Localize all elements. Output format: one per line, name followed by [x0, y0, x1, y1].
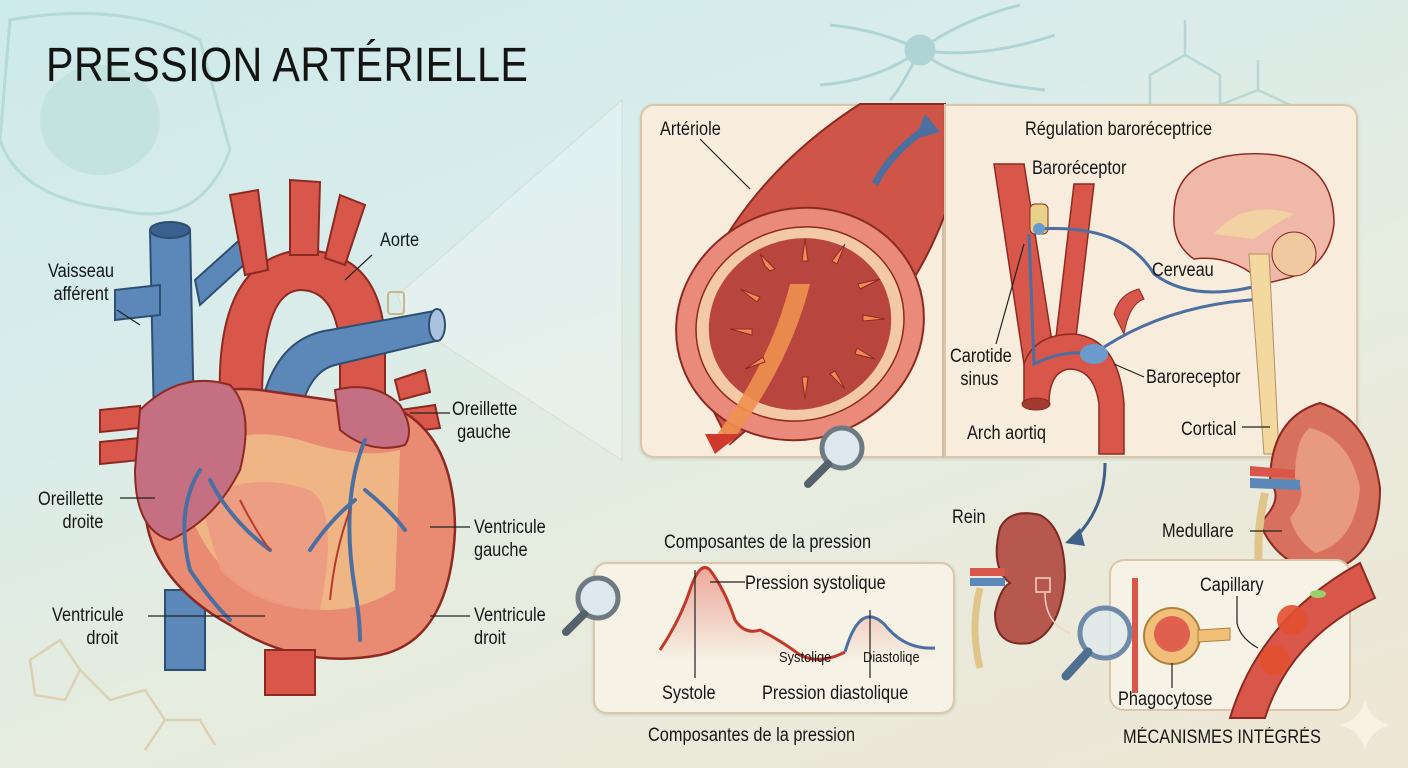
- label-line: afférent: [53, 284, 109, 305]
- label-diastolique-small: Diastoliqe: [863, 649, 920, 666]
- label-capillary: Capillary: [1200, 575, 1264, 596]
- label-cerveau: Cerveau: [1152, 260, 1214, 281]
- label-ventricule-gauche: Ventricule gauche: [474, 516, 546, 562]
- label-cortical: Cortical: [1181, 419, 1237, 440]
- pressure-panel-title-bottom: Composantes de la pression: [648, 725, 856, 746]
- label-line: droit: [474, 628, 506, 649]
- label-arteriole: Artériole: [660, 119, 721, 140]
- label-pression-diastolique: Pression diastolique: [762, 683, 909, 704]
- label-aorte: Aorte: [380, 230, 420, 251]
- arteriole-illustration: [675, 103, 946, 454]
- label-phagocytose: Phagocytose: [1118, 689, 1213, 710]
- label-systole: Systole: [662, 683, 716, 704]
- label-oreillette-gauche: Oreillette gauche: [452, 398, 517, 444]
- label-line: Oreillette: [38, 489, 104, 510]
- baroreceptor-panel-title: Régulation baroréceptrice: [1025, 119, 1213, 140]
- label-carotide-sinus: Carotide sinus: [950, 345, 1012, 391]
- label-line: droite: [62, 512, 104, 533]
- baroreceptor-illustration: [993, 152, 1335, 455]
- label-line: Ventricule: [474, 517, 546, 538]
- label-line: Oreillette: [452, 399, 518, 420]
- label-line: Ventricule: [474, 605, 546, 626]
- label-baroreceptor-bottom: Baroreceptor: [1146, 367, 1241, 388]
- label-line: gauche: [457, 422, 511, 443]
- label-line: Vaisseau: [48, 261, 115, 282]
- label-oreillette-droite: Oreillette droite: [38, 488, 103, 534]
- page-title: PRESSION ARTÉRIELLE: [46, 39, 529, 92]
- label-ventricule-droit-right: Ventricule droit: [474, 604, 546, 650]
- label-line: Ventricule: [52, 605, 124, 626]
- label-baroreceptor-top: Baroréceptor: [1032, 158, 1127, 179]
- heart-illustration: [99, 178, 470, 696]
- footer-mecanismes-integres: MÉCANISMES INTÉGRÉS: [1123, 727, 1321, 748]
- magnifier-icon: [804, 425, 865, 488]
- pressure-waveform-chart: [562, 566, 936, 678]
- label-rein: Rein: [952, 507, 986, 528]
- kidney-illustration: [970, 401, 1382, 719]
- label-line: droit: [86, 628, 119, 649]
- label-line: gauche: [474, 540, 528, 561]
- label-ventricule-droit-left: Ventricule droit: [52, 604, 124, 650]
- label-systolique-small: Systoliqe: [779, 649, 832, 666]
- label-medullare: Medullare: [1162, 521, 1234, 542]
- label-pression-systolique: Pression systolique: [745, 573, 886, 594]
- label-line: sinus: [960, 369, 999, 390]
- label-line: Carotide: [950, 346, 1012, 367]
- label-arch-aortiq: Arch aortiq: [967, 423, 1047, 444]
- pressure-panel-title-top: Composantes de la pression: [664, 532, 872, 553]
- label-vaisseau-afferent: Vaisseau afférent: [48, 260, 114, 306]
